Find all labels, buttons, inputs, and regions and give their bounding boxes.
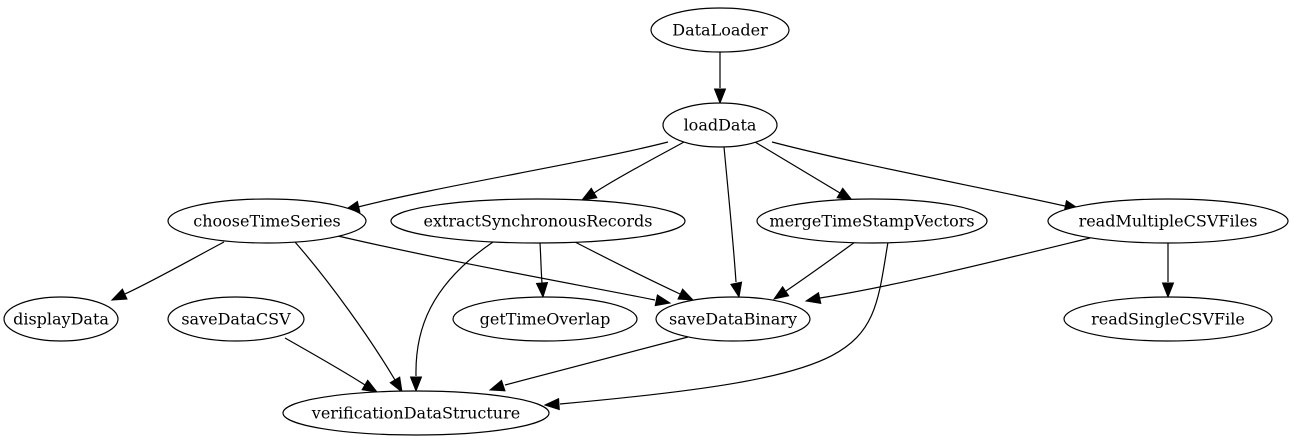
- edge-data-loader-to-load-data: [713, 52, 727, 105]
- edge-line: [357, 141, 669, 208]
- edge-line: [504, 336, 689, 386]
- node-label: verificationDataStructure: [311, 404, 520, 423]
- edge-read-multiple-csv-files-to-save-data-binary: [804, 237, 1091, 305]
- node-merge-time-stamp-vectors: mergeTimeStampVectors: [756, 198, 988, 244]
- edge-load-data-to-merge-time-stamp-vectors: [754, 141, 854, 201]
- node-label: saveDataCSV: [181, 310, 291, 329]
- edge-extract-synchronous-records-to-verification-data-structure: [409, 241, 494, 393]
- node-read-single-csv-file: readSingleCSVFile: [1063, 296, 1273, 342]
- node-extract-synchronous-records: extractSynchronousRecords: [390, 198, 686, 244]
- node-label: extractSynchronousRecords: [423, 212, 652, 231]
- node-read-multiple-csv-files: readMultipleCSVFiles: [1047, 198, 1289, 244]
- node-save-data-binary: saveDataBinary: [655, 296, 811, 342]
- arrowhead: [543, 397, 560, 411]
- edge-line: [819, 237, 1091, 299]
- arrowhead: [389, 376, 403, 394]
- edge-load-data-to-save-data-binary: [723, 146, 743, 299]
- edge-choose-time-series-to-save-data-binary: [337, 235, 672, 307]
- node-choose-time-series: chooseTimeSeries: [167, 198, 367, 244]
- node-ellipse: [390, 198, 686, 244]
- edge-save-data-csv-to-verification-data-structure: [284, 337, 379, 393]
- edge-extract-synchronous-records-to-save-data-binary: [574, 241, 695, 301]
- node-ellipse: [282, 390, 550, 436]
- node-ellipse: [167, 198, 367, 244]
- arrowhead: [713, 88, 727, 105]
- node-label: loadData: [684, 116, 757, 135]
- node-ellipse: [650, 7, 790, 53]
- edge-line: [574, 241, 681, 295]
- node-ellipse: [1063, 296, 1273, 342]
- node-label: saveDataBinary: [669, 310, 797, 329]
- node-verification-data-structure: verificationDataStructure: [282, 390, 550, 436]
- node-ellipse: [655, 296, 811, 342]
- edge-merge-time-stamp-vectors-to-save-data-binary: [772, 241, 856, 300]
- edge-line: [294, 241, 396, 381]
- arrowhead: [488, 379, 506, 392]
- node-ellipse: [756, 198, 988, 244]
- edge-line: [559, 241, 889, 405]
- node-label: mergeTimeStampVectors: [769, 212, 974, 231]
- edge-line: [754, 141, 841, 194]
- arrowhead: [535, 282, 549, 299]
- edge-load-data-to-extract-synchronous-records: [580, 141, 685, 201]
- arrowhead: [654, 294, 672, 307]
- node-save-data-csv: saveDataCSV: [167, 296, 305, 342]
- arrowhead: [677, 288, 695, 301]
- arrowhead: [409, 376, 423, 393]
- node-label: displayData: [13, 310, 109, 329]
- node-label: chooseTimeSeries: [193, 212, 341, 231]
- arrowhead: [361, 379, 379, 393]
- edge-choose-time-series-to-display-data: [110, 241, 225, 301]
- edge-read-multiple-csv-files-to-read-single-csv-file: [1161, 243, 1175, 299]
- edge-line: [785, 241, 856, 292]
- nodes-layer: DataLoader loadData chooseTimeSeries extrac…: [3, 7, 1289, 436]
- edge-line: [539, 242, 543, 284]
- node-ellipse: [3, 296, 119, 342]
- arrowhead: [836, 187, 854, 201]
- node-label: readSingleCSVFile: [1091, 310, 1245, 329]
- arrowhead: [110, 288, 128, 301]
- node-label: getTimeOverlap: [480, 310, 611, 329]
- edge-line: [337, 235, 656, 301]
- edge-line: [593, 141, 685, 194]
- edge-choose-time-series-to-verification-data-structure: [294, 241, 403, 394]
- edge-merge-time-stamp-vectors-to-verification-data-structure: [543, 241, 889, 411]
- node-ellipse: [1047, 198, 1289, 244]
- node-ellipse: [167, 296, 305, 342]
- edge-line: [284, 337, 366, 386]
- node-get-time-overlap: getTimeOverlap: [452, 296, 638, 342]
- edges-layer: [110, 52, 1175, 411]
- arrowhead: [1161, 282, 1175, 299]
- arrowhead: [772, 285, 790, 300]
- node-label: DataLoader: [672, 21, 768, 40]
- edge-line: [415, 241, 494, 377]
- edge-extract-synchronous-records-to-get-time-overlap: [535, 242, 549, 299]
- node-label: readMultipleCSVFiles: [1079, 212, 1258, 231]
- edge-save-data-binary-to-verification-data-structure: [488, 336, 689, 392]
- edge-line: [771, 141, 1066, 207]
- node-data-loader: DataLoader: [650, 7, 790, 53]
- node-ellipse: [662, 102, 778, 148]
- arrowhead: [804, 291, 822, 305]
- edge-line: [723, 146, 737, 283]
- edge-line: [124, 241, 225, 295]
- arrowhead: [730, 281, 743, 299]
- node-ellipse: [452, 296, 638, 342]
- node-display-data: displayData: [3, 296, 119, 342]
- arrowhead: [580, 187, 598, 201]
- node-load-data: loadData: [662, 102, 778, 148]
